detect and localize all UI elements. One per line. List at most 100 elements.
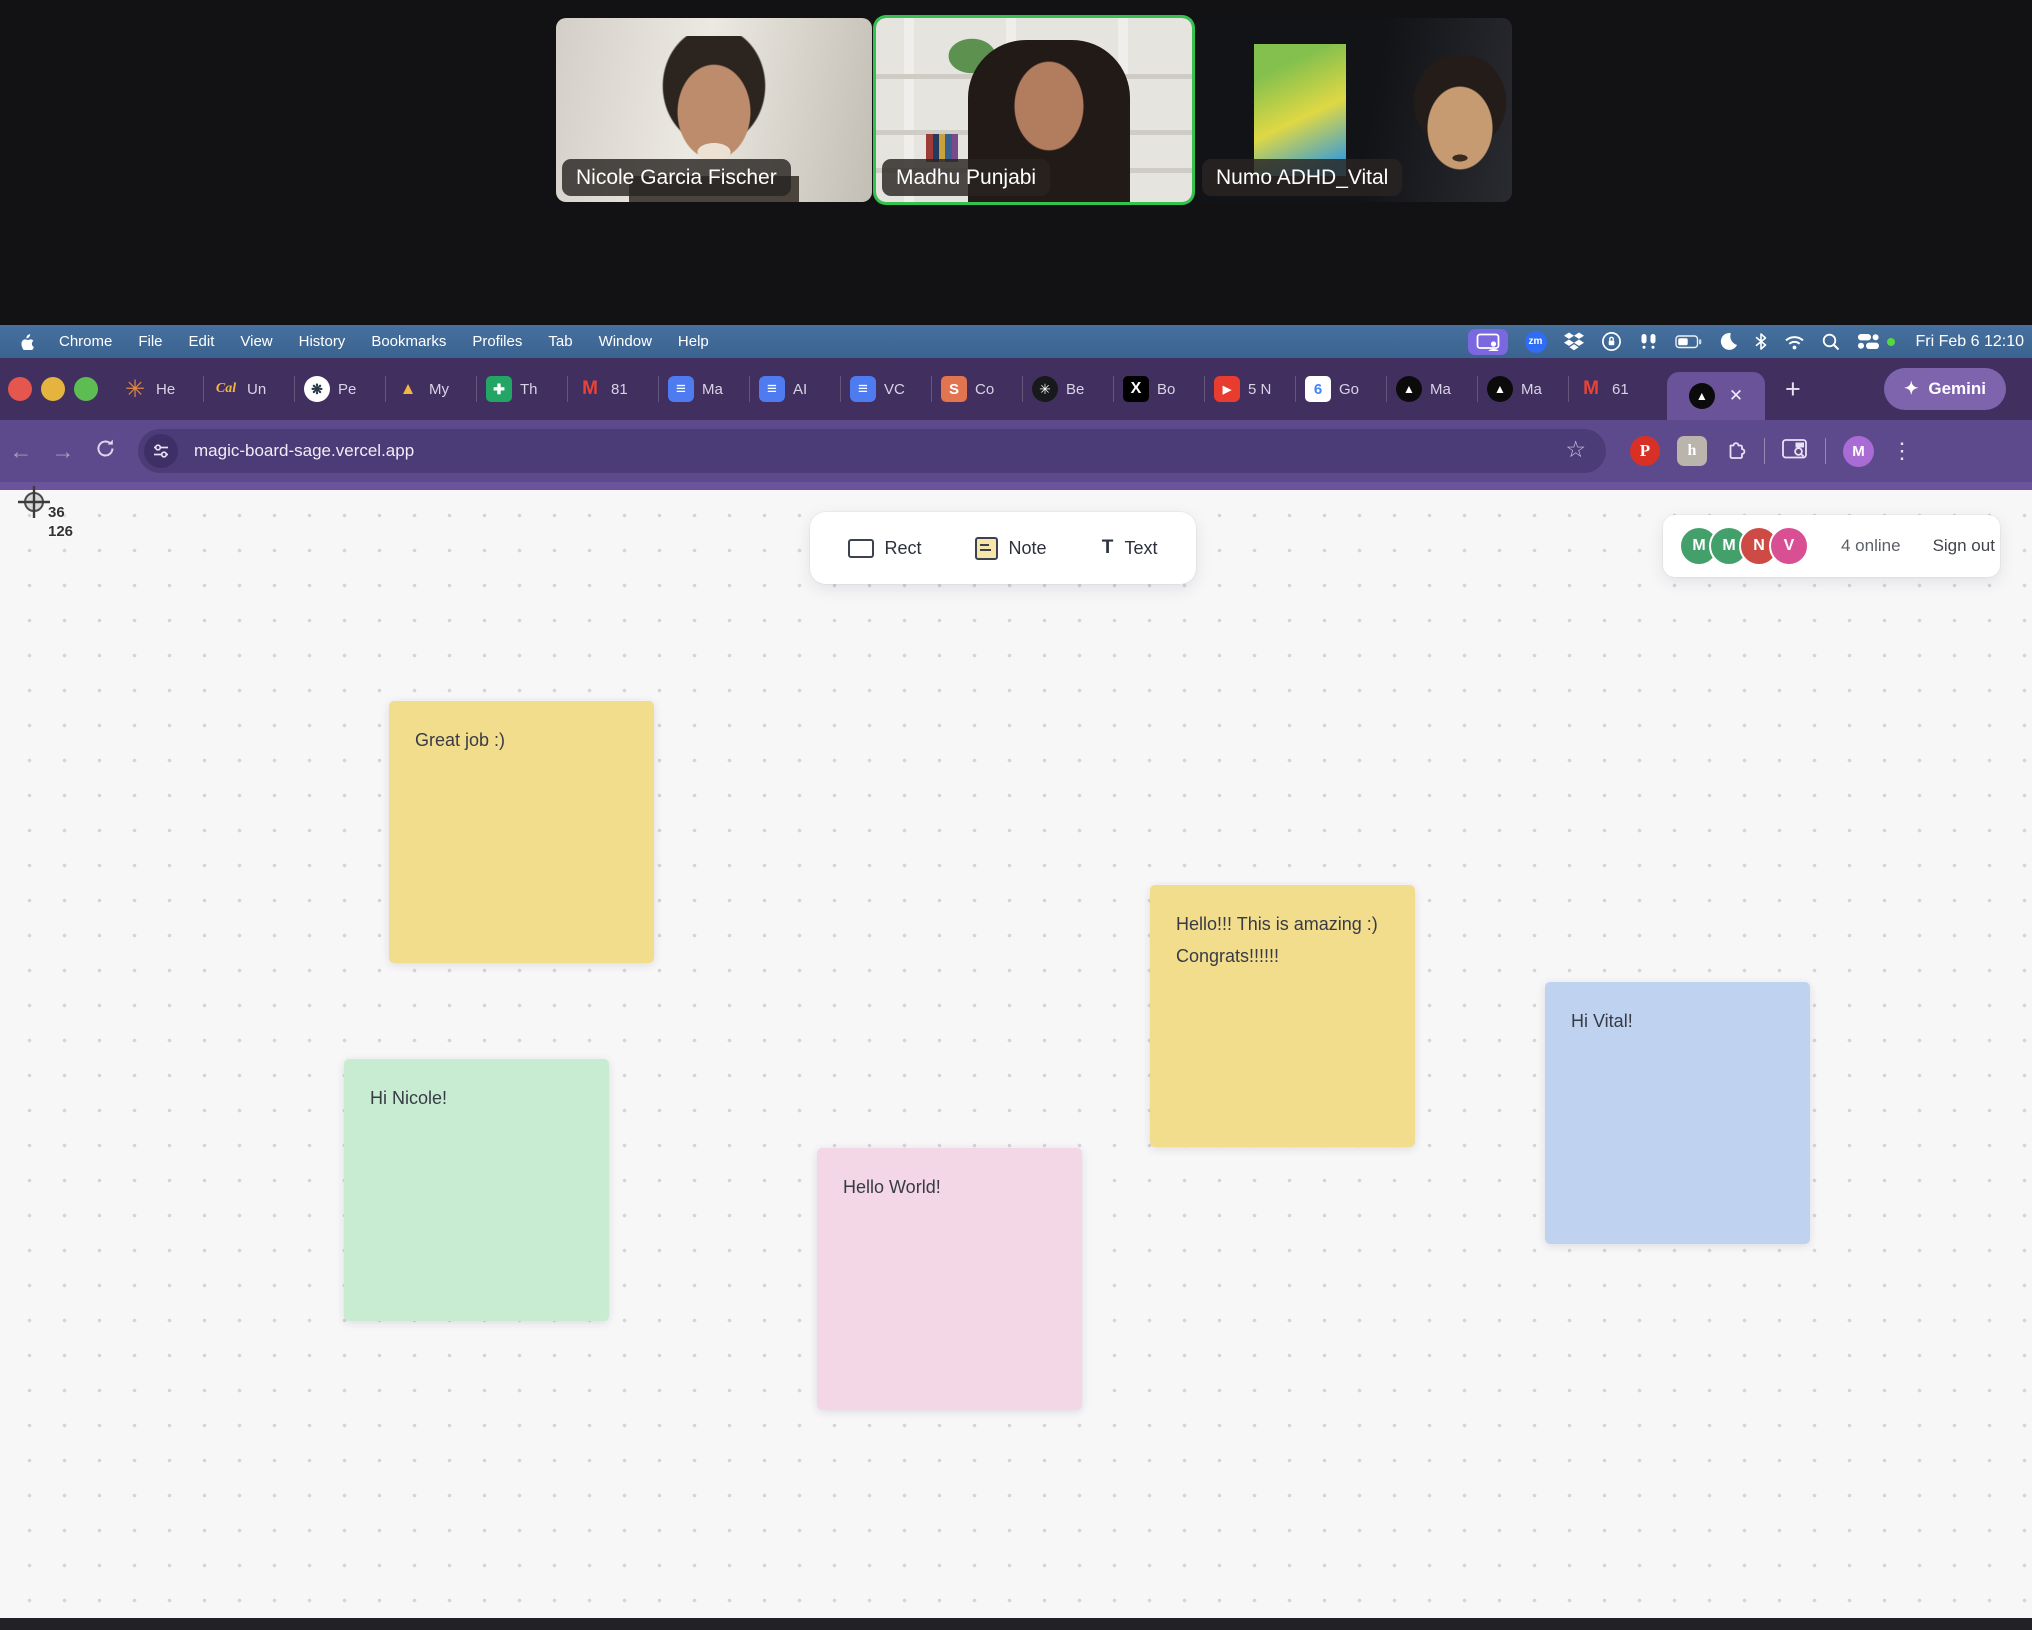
zoom-app-icon[interactable]: zm (1524, 330, 1547, 353)
side-panel-search-icon[interactable] (1782, 438, 1808, 464)
forward-icon[interactable]: → (51, 437, 75, 464)
screenshare-icon[interactable] (1467, 328, 1508, 355)
menu-bar-item[interactable]: Window (598, 333, 652, 350)
peloton-icon: ❋ (304, 376, 330, 402)
menu-bar-item[interactable]: View (240, 333, 273, 350)
cursor-coordinates: 36 126 (48, 504, 73, 542)
rect-tool-button[interactable]: Rect (848, 538, 921, 559)
browser-tab[interactable]: X Bo (1113, 358, 1204, 420)
privacy-lock-icon[interactable] (1601, 331, 1622, 352)
gdrive-icon: ▲ (399, 379, 417, 398)
tab-label: AI (793, 380, 808, 398)
text-tool-button[interactable]: T Text (1101, 537, 1158, 558)
browser-tab[interactable]: M 81 (567, 358, 658, 420)
sticky-note[interactable]: Hello World! (817, 1148, 1082, 1410)
moon-icon[interactable] (1719, 332, 1738, 351)
url-text[interactable]: magic-board-sage.vercel.app (194, 441, 415, 460)
pinterest-extension-icon[interactable]: P (1630, 436, 1660, 466)
address-bar[interactable]: magic-board-sage.vercel.app ☆ (138, 429, 1606, 473)
sticky-note[interactable]: Great job :) (389, 701, 654, 963)
menu-bar-item[interactable]: Bookmarks (371, 333, 447, 350)
divider (1825, 438, 1826, 464)
bluetooth-icon[interactable] (1754, 332, 1767, 351)
reload-icon[interactable] (84, 438, 126, 465)
sticky-note[interactable]: Hi Nicole! (344, 1059, 609, 1321)
gemini-button[interactable]: ✦ Gemini (1884, 368, 2006, 410)
apple-menu-icon[interactable] (0, 333, 46, 350)
active-tab[interactable]: ▲ ✕ (1667, 372, 1765, 420)
bookmark-star-icon[interactable]: ☆ (1565, 436, 1586, 462)
browser-tab[interactable]: Cal Un (203, 358, 294, 420)
video-tile[interactable]: Numo ADHD_Vital (1196, 18, 1512, 202)
back-icon[interactable]: ← (9, 437, 33, 464)
browser-tab[interactable]: ▶ 5 N (1204, 358, 1295, 420)
presence-avatar: V (1769, 526, 1809, 566)
online-count: 4 online (1841, 536, 1901, 555)
minimize-window-button[interactable] (41, 377, 65, 401)
new-tab-button[interactable]: + (1785, 373, 1801, 404)
browser-tab[interactable]: S Co (931, 358, 1022, 420)
browser-tab[interactable]: ✳ Be (1022, 358, 1113, 420)
video-tile[interactable]: Madhu Punjabi (876, 18, 1192, 202)
whiteboard-canvas[interactable]: 36 126 Rect Note T Text (0, 482, 2032, 1618)
gemini-spark-icon: ✦ (1904, 379, 1919, 398)
search-icon[interactable] (1822, 333, 1840, 351)
battery-icon[interactable] (1674, 334, 1702, 349)
menu-bar-item[interactable]: Tab (548, 333, 573, 350)
gdocs-icon: ≡ (668, 376, 694, 402)
menu-bar-item[interactable]: Edit (188, 333, 215, 350)
gmail-icon: M (1583, 378, 1599, 399)
browser-tab[interactable]: ≡ VC (840, 358, 931, 420)
dropbox-icon[interactable] (1563, 332, 1584, 351)
airpods-icon[interactable] (1639, 333, 1658, 350)
honey-extension-icon[interactable]: h (1677, 436, 1707, 466)
tab-label: Co (975, 380, 995, 398)
tab-label: Th (520, 380, 538, 398)
cursor-x: 36 (48, 504, 65, 521)
status-dot (1886, 337, 1895, 346)
extensions-puzzle-icon[interactable] (1724, 437, 1747, 465)
video-tile[interactable]: Nicole Garcia Fischer (556, 18, 872, 202)
gcal-icon: 6 (1305, 376, 1331, 402)
menu-bar-item[interactable]: History (298, 333, 346, 350)
menu-bar-item[interactable]: Chrome (59, 333, 113, 350)
menu-bar-item[interactable]: Help (677, 333, 709, 350)
sign-out-button[interactable]: Sign out (1932, 536, 1995, 555)
vercel-icon: ▲ (1396, 376, 1422, 402)
browser-tab[interactable]: 6 Go (1295, 358, 1386, 420)
browser-tab[interactable]: ▲ Ma (1386, 358, 1477, 420)
participant-name: Nicole Garcia Fischer (562, 159, 791, 196)
wifi-icon[interactable] (1784, 334, 1805, 350)
note-text: Hi Vital! (1571, 1011, 1633, 1031)
profile-avatar[interactable]: M (1843, 435, 1874, 467)
browser-tab[interactable]: ≡ AI (749, 358, 840, 420)
participant-name: Madhu Punjabi (882, 159, 1051, 196)
tab-label: 5 N (1248, 380, 1272, 398)
sticky-note[interactable]: Hello!!! This is amazing :) Congrats!!!!… (1150, 885, 1415, 1147)
browser-tab[interactable]: ≡ Ma (658, 358, 749, 420)
close-tab-icon[interactable]: ✕ (1728, 386, 1744, 405)
browser-tab[interactable]: ✳ He (112, 358, 203, 420)
tab-label: Be (1066, 380, 1085, 398)
menu-bar-item[interactable]: File (138, 333, 163, 350)
user-switch-icon[interactable] (1857, 333, 1880, 350)
close-window-button[interactable] (8, 377, 32, 401)
browser-tab[interactable]: ▲ Ma (1477, 358, 1568, 420)
menu-bar-clock[interactable]: Fri Feb 6 12:10 (1915, 332, 2025, 350)
browser-tab[interactable]: ✚ Th (476, 358, 567, 420)
menu-kebab-icon[interactable]: ⋮ (1891, 438, 1913, 463)
participant-name: Numo ADHD_Vital (1202, 159, 1403, 196)
tab-label: 81 (611, 380, 628, 398)
menu-bar-item[interactable]: Profiles (472, 333, 523, 350)
browser-tab[interactable]: ▲ My (385, 358, 476, 420)
note-tool-button[interactable]: Note (975, 536, 1047, 560)
sticky-note[interactable]: Hi Vital! (1545, 982, 1810, 1244)
macos-menu-bar: Chrome File Edit View History Bookmarks Profil… (0, 325, 2032, 358)
zoom-window-button[interactable] (74, 377, 98, 401)
vercel-icon: ▲ (1487, 376, 1513, 402)
site-settings-icon[interactable] (144, 434, 178, 468)
browser-tab[interactable]: M 61 (1568, 358, 1659, 420)
browser-tab[interactable]: ❋ Pe (294, 358, 385, 420)
